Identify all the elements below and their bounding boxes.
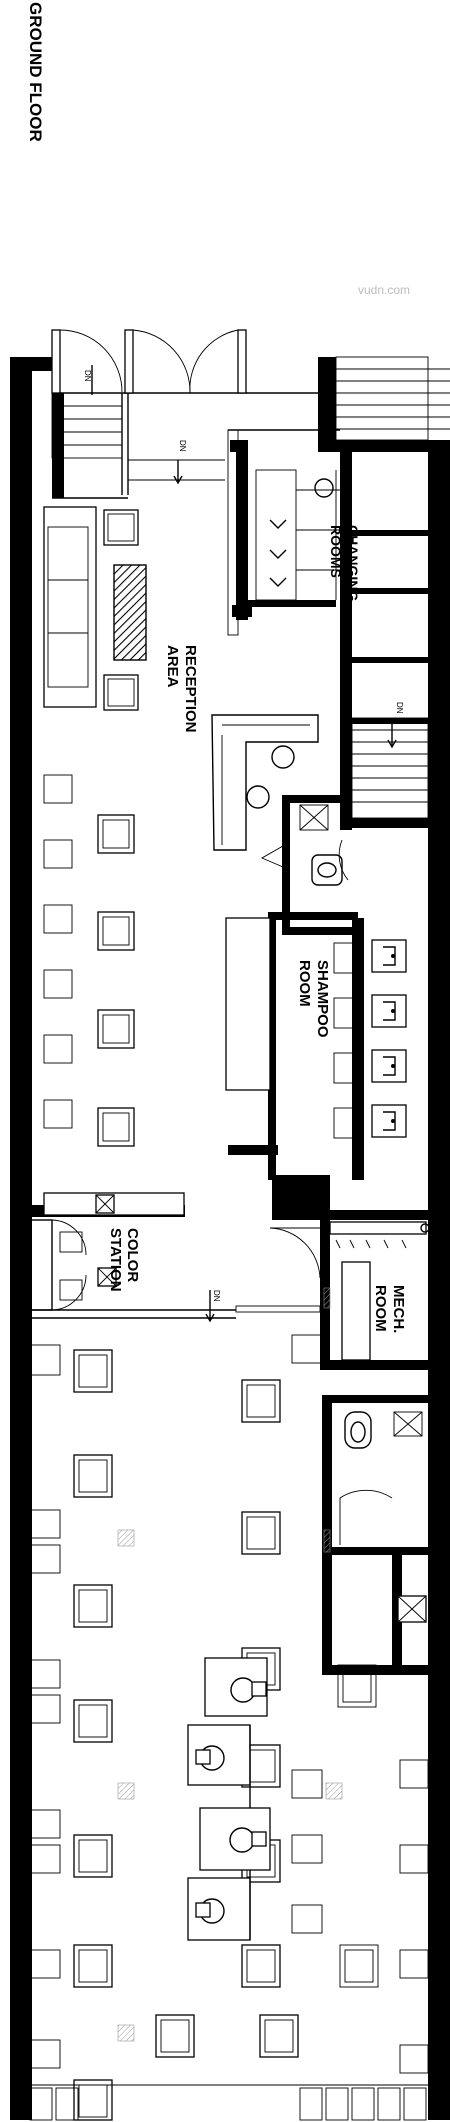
room-label-reception-1: RECEPTION bbox=[182, 645, 199, 733]
stair-label-color: DN bbox=[212, 1290, 221, 1302]
room-label-color-2: STATION bbox=[107, 1228, 124, 1292]
salon-chairs-right bbox=[155, 1379, 299, 2058]
room-label-changing-2: ROOMS bbox=[328, 525, 344, 578]
styling-island bbox=[187, 1657, 271, 1941]
room-label-shampoo-2: ROOM bbox=[296, 960, 313, 1007]
salon-mirrors-right bbox=[291, 1334, 429, 2074]
room-label-shampoo-1: SHAMPOO bbox=[314, 960, 331, 1038]
changing-rooms: CHANGING ROOMS bbox=[227, 429, 428, 830]
stair-label-front: DN bbox=[83, 370, 92, 382]
restroom-upper bbox=[260, 795, 352, 935]
salon-floor-mirrors-left bbox=[29, 1344, 61, 2069]
room-label-color-1: COLOR bbox=[124, 1228, 141, 1282]
watermark: vudn.com bbox=[358, 283, 410, 297]
mech-room: MECH. ROOM bbox=[235, 1220, 430, 1370]
room-label-mech-1: MECH. bbox=[390, 1285, 407, 1333]
reception-area: RECEPTION AREA bbox=[43, 506, 319, 851]
rear-stair-middle: DN bbox=[351, 702, 429, 828]
rear-stair-top bbox=[335, 356, 450, 441]
front-stair: DN DN bbox=[51, 365, 225, 499]
room-label-mech-2: ROOM bbox=[372, 1285, 389, 1332]
shampoo-room: SHAMPOO ROOM bbox=[225, 912, 407, 1180]
bottom-units bbox=[20, 2084, 430, 2121]
plan-title: GROUND FLOOR bbox=[26, 2, 45, 142]
room-label-changing-1: CHANGING bbox=[345, 525, 361, 601]
reception-stations bbox=[43, 774, 135, 1147]
room-label-reception-2: AREA bbox=[164, 645, 181, 688]
salon-chairs-left bbox=[73, 1349, 113, 2121]
stair-label-mid: DN bbox=[178, 440, 187, 452]
restroom-lower bbox=[322, 1395, 430, 1675]
color-station: DN COLOR STATION bbox=[20, 1192, 236, 1323]
floor-markers bbox=[117, 1529, 343, 2042]
stair-label-rear: DN bbox=[395, 702, 404, 714]
